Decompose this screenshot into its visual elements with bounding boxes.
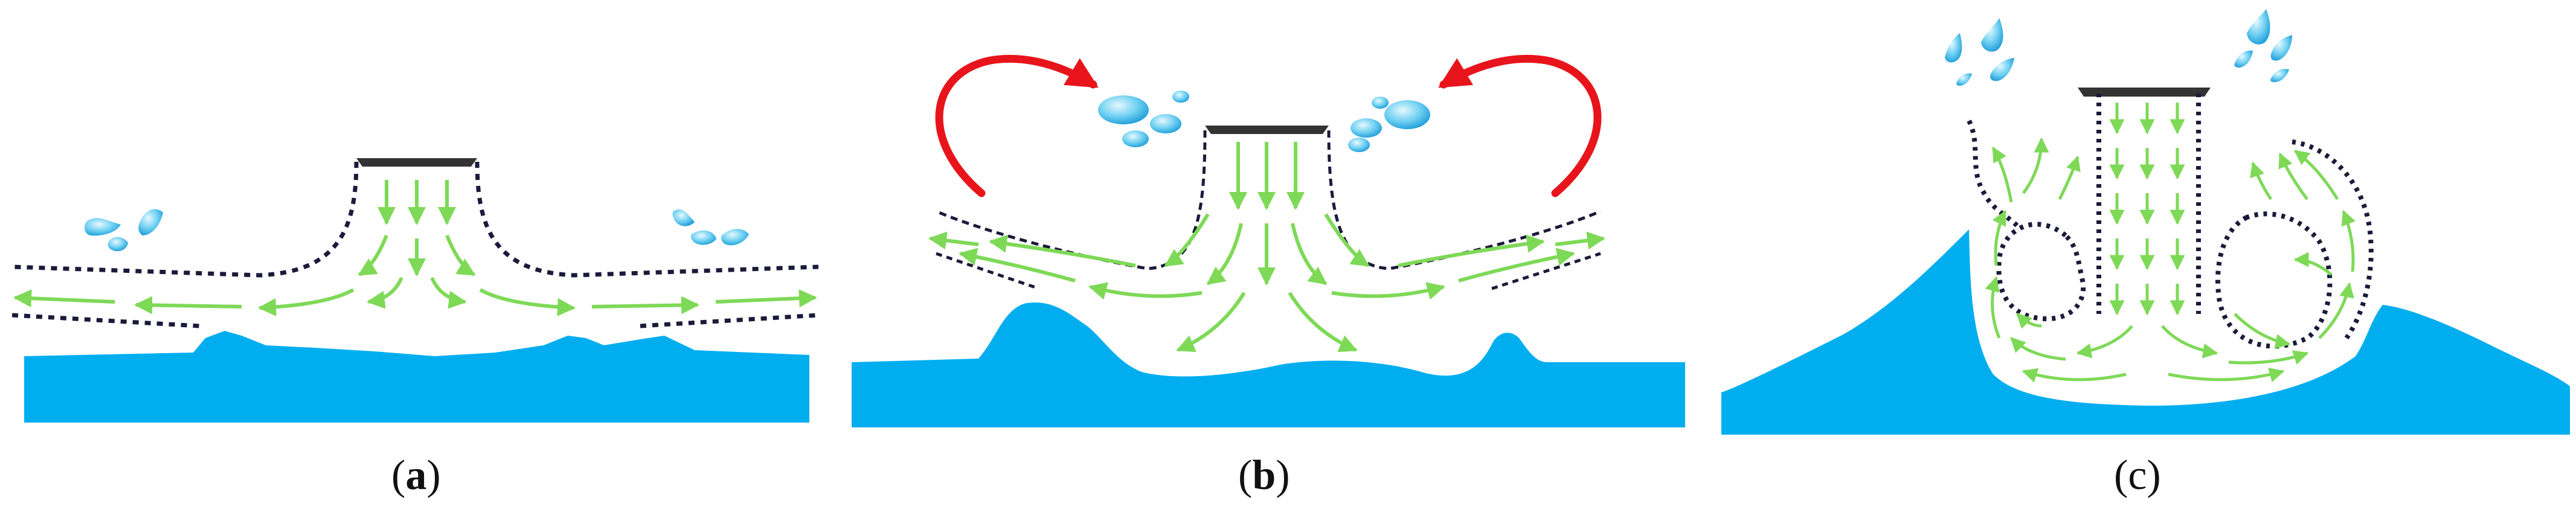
water-droplet-icon [672,209,749,246]
panel-a-label: a [405,452,427,499]
panel-c [1721,9,2570,435]
boundary-a-lower-right [640,313,819,328]
flow-arrows-c [1985,103,2356,383]
boundary-b-lower-right [1491,252,1601,290]
boundary-a-lower-left [11,313,200,328]
water-body-c [1721,229,2570,435]
nozzle-b [1205,126,1329,134]
vortex-loop-left [1996,222,2086,322]
panel-a [11,158,819,423]
boundary-a-right [475,161,819,278]
nozzle-c [2078,88,2211,97]
water-droplet-icon [1945,18,2014,86]
boundary-c-outer-left [1967,120,2023,231]
splash-arrow-icon [1438,54,1602,197]
water-body-b [852,302,1685,427]
panel-b-caption: (b) [1238,452,1290,499]
boundary-b-lower-left [936,252,1039,290]
water-droplet-icon [85,209,163,252]
panel-a-caption: (a) [391,452,441,499]
panel-b [852,54,1685,427]
panel-b-label: b [1252,452,1276,499]
boundary-a-left [11,161,359,278]
water-body-a [24,331,809,423]
boundary-b-right [1327,130,1601,270]
flow-arrows-a [13,180,817,316]
water-droplet-icon [1098,91,1189,147]
water-droplet-icon [1348,97,1430,152]
vortex-loop-right [2215,211,2333,349]
nozzle-a [356,158,477,167]
panel-c-label: c [2128,452,2147,499]
water-droplet-icon [2234,9,2292,82]
boundary-c-outer-right [2292,139,2374,340]
boundary-b-left [936,130,1207,270]
panel-c-caption: (c) [2114,452,2161,499]
splash-arrow-icon [935,54,1099,197]
flow-arrows-b [928,142,1605,353]
